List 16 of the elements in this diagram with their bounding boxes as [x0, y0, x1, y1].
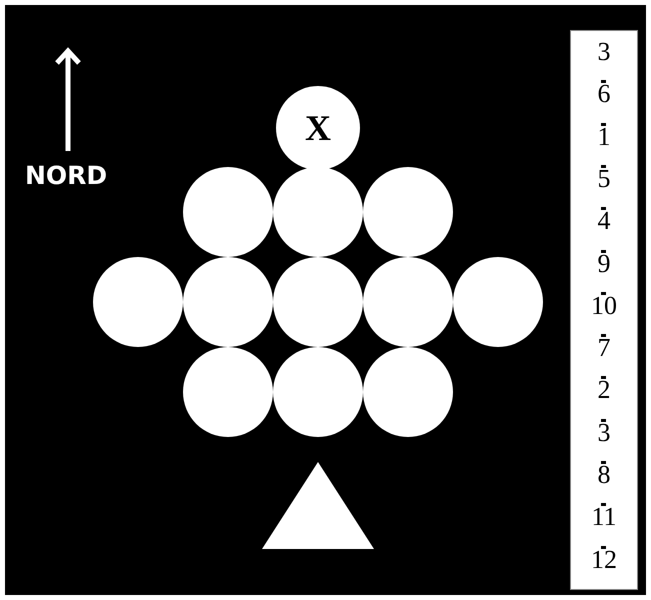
list-number: 3 — [596, 420, 612, 446]
list-number: 11 — [590, 504, 618, 530]
list-number: 4 — [596, 208, 612, 234]
list-number: 10 — [590, 292, 618, 319]
list-number: 5 — [596, 166, 612, 192]
triangle-marker — [262, 462, 374, 548]
list-number: 2 — [596, 377, 612, 404]
list-number: 1 — [596, 124, 612, 150]
node-label: X — [305, 110, 331, 146]
list-number: 6 — [596, 81, 612, 108]
list-number: 8 — [596, 462, 612, 488]
list-number: 9 — [596, 250, 612, 276]
direction-label: NORD — [25, 163, 108, 188]
list-number: 3 — [596, 39, 612, 65]
list-number: 12 — [590, 546, 618, 573]
list-number: 7 — [596, 335, 612, 362]
